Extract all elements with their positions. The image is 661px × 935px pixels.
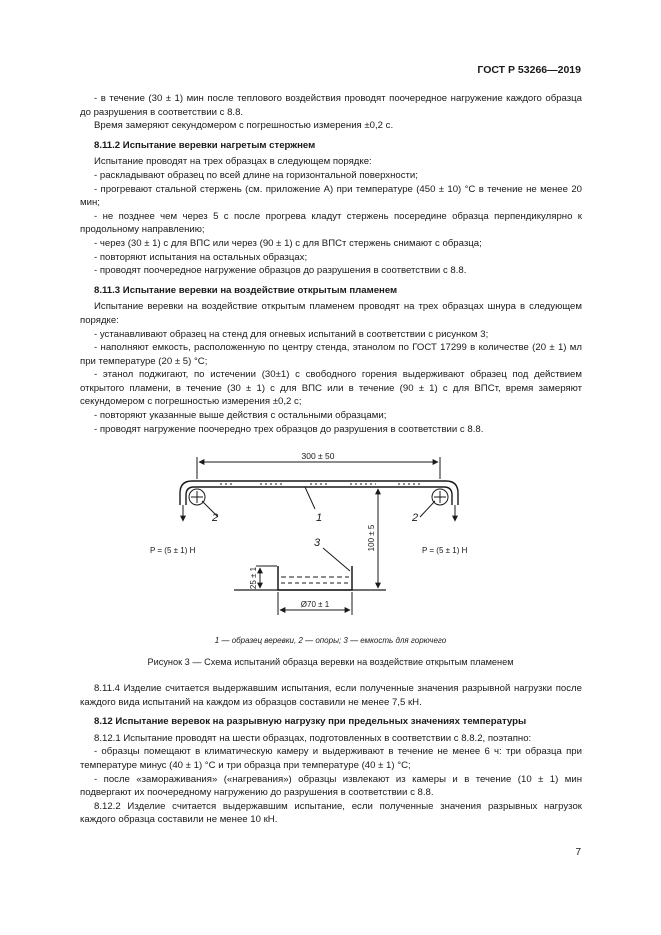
height-dimension-label: 100 ± 5 bbox=[367, 524, 376, 551]
paragraph: Время замеряют секундомером с погрешност… bbox=[94, 120, 394, 132]
cup-height-dimension-label: 25 ± 1 bbox=[249, 566, 258, 589]
list-item: - наполняют емкость, расположенную по це… bbox=[80, 342, 582, 367]
cup-diameter-dimension-label: Ø70 ± 1 bbox=[301, 600, 330, 609]
heading-8-12: 8.12 Испытание веревок на разрывную нагр… bbox=[94, 716, 527, 728]
list-item: - проводят поочередное нагружение образц… bbox=[94, 265, 467, 277]
heading-8-11-3: 8.11.3 Испытание веревки на воздействие … bbox=[94, 284, 398, 296]
length-dimension-label: 300 ± 50 bbox=[301, 451, 334, 461]
list-item: - этанол поджигают, по истечении (30±1) … bbox=[80, 369, 582, 408]
list-item: - не позднее чем через 5 с после прогрев… bbox=[80, 210, 582, 236]
list-item: - прогревают стальной стержень (см. прил… bbox=[80, 183, 582, 209]
section-8-12: 8.11.4 Изделие считается выдержавшим исп… bbox=[80, 682, 582, 827]
force-label-left: P = (5 ± 1) Н bbox=[150, 546, 196, 555]
list-item: - повторяют испытания на остальных образ… bbox=[94, 251, 308, 263]
list-item: - образцы помещают в климатическую камер… bbox=[80, 746, 582, 771]
section-8-11: - в течение (30 ± 1) мин после теплового… bbox=[80, 92, 582, 436]
leader-line-2-left bbox=[201, 500, 219, 518]
figure-caption: Рисунок 3 — Схема испытаний образца вере… bbox=[147, 657, 514, 667]
leader-line-1 bbox=[304, 486, 316, 510]
fuel-container bbox=[277, 566, 353, 591]
rope-sample-inner bbox=[185, 486, 453, 505]
standard-number: ГОСТ Р 53266—2019 bbox=[477, 64, 581, 76]
paragraph: 8.12.1 Испытание проводят на шести образ… bbox=[94, 732, 532, 744]
list-item: - устанавливают образец на стенд для огн… bbox=[94, 328, 489, 340]
label-3: 3 bbox=[314, 537, 321, 549]
label-1: 1 bbox=[316, 512, 322, 524]
heading-8-11-2: 8.11.2 Испытание веревки нагретым стержн… bbox=[94, 139, 316, 151]
list-item: - раскладывают образец по всей длине на … bbox=[94, 169, 418, 181]
paragraph: - в течение (30 ± 1) мин после теплового… bbox=[80, 93, 582, 118]
left-support bbox=[188, 488, 206, 506]
right-support bbox=[431, 488, 449, 506]
list-item: - проводят нагружение поочередно трех об… bbox=[94, 423, 484, 435]
list-item: - повторяют указанные выше действия с ос… bbox=[94, 410, 387, 422]
paragraph: 8.11.4 Изделие считается выдержавшим исп… bbox=[80, 683, 582, 708]
page-number: 7 bbox=[575, 847, 581, 858]
list-item: - после «замораживания» («нагревания») о… bbox=[80, 773, 582, 799]
list-item: - через (30 ± 1) с для ВПС или через (90… bbox=[94, 237, 482, 249]
label-2-right: 2 bbox=[411, 512, 418, 524]
leader-line-3 bbox=[322, 547, 351, 572]
figure-legend: 1 — образец веревки, 2 — опоры; 3 — емко… bbox=[214, 636, 447, 645]
label-2-left: 2 bbox=[211, 512, 218, 524]
rope-sample-outer bbox=[179, 480, 459, 505]
paragraph: 8.12.2 Изделие считается выдержавшим исп… bbox=[80, 800, 582, 826]
force-label-right: P = (5 ± 1) Н bbox=[422, 546, 468, 555]
paragraph: Испытание веревки на воздействие открыты… bbox=[80, 301, 582, 326]
leader-line-2-right bbox=[419, 500, 436, 518]
figure-3-diagram: 300 ± 50 2 2 1 3 P = (5 ± 1) Н P = (5 ± … bbox=[150, 451, 468, 615]
paragraph: Испытание проводят на трех образцах в сл… bbox=[94, 156, 372, 168]
